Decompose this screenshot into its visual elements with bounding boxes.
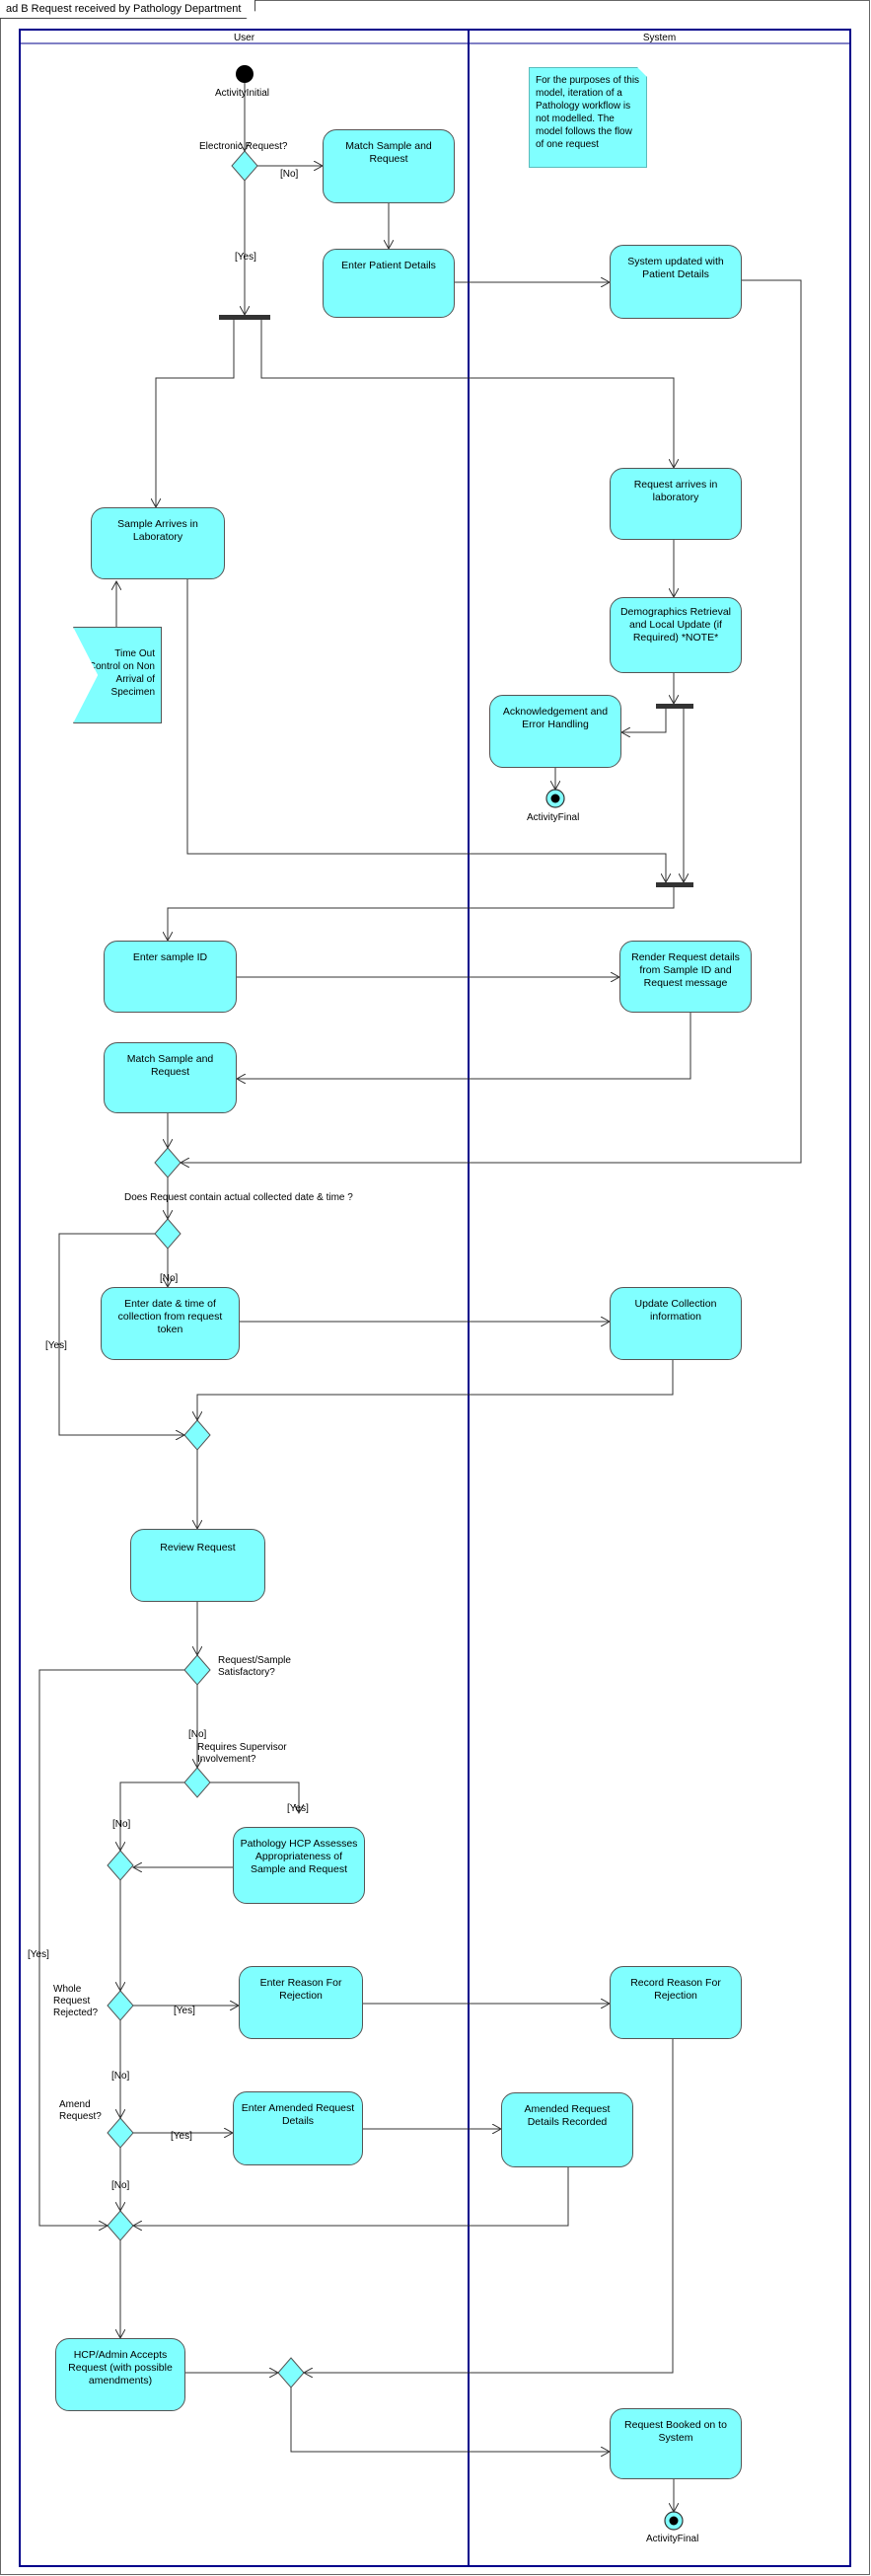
guard-collected-date: Does Request contain actual collected da… <box>124 1192 353 1203</box>
frame-title: ad B Request received by Pathology Depar… <box>0 0 255 19</box>
action-hcp-admin-accepts-request[interactable]: HCP/Admin Accepts Request (with possible… <box>55 2338 185 2411</box>
action-request-arrives-laboratory[interactable]: Request arrives in laboratory <box>610 468 742 540</box>
action-enter-patient-details[interactable]: Enter Patient Details <box>323 249 455 318</box>
action-enter-sample-id[interactable]: Enter sample ID <box>104 941 237 1013</box>
action-acknowledgement-error-handling[interactable]: Acknowledgement and Error Handling <box>489 695 621 768</box>
action-request-booked-on-system[interactable]: Request Booked on to System <box>610 2408 742 2479</box>
control-flows <box>38 83 802 2512</box>
label-activity-final-1: ActivityFinal <box>527 812 580 823</box>
action-match-sample-request[interactable]: Match Sample and Request <box>323 129 455 203</box>
guard-no-6: [No] <box>111 2180 130 2191</box>
guard-requires-supervisor: Requires Supervisor Involvement? <box>197 1742 287 1765</box>
initial-node <box>236 65 254 83</box>
guard-no-2: [No] <box>160 1273 179 1284</box>
action-amended-request-details-recorded[interactable]: Amended Request Details Recorded <box>501 2092 633 2167</box>
swimlanes <box>19 29 851 2567</box>
action-demographics-retrieval[interactable]: Demographics Retrieval and Local Update … <box>610 597 742 673</box>
final-nodes <box>545 789 684 2531</box>
action-render-request-details[interactable]: Render Request details from Sample ID an… <box>619 941 752 1013</box>
guard-request-sample-satisfactory: Request/Sample Satisfactory? <box>218 1655 291 1678</box>
guard-no-1: [No] <box>280 169 299 180</box>
lane-title-user: User <box>233 33 255 43</box>
action-hcp-assesses-appropriateness[interactable]: Pathology HCP Assesses Appropriateness o… <box>233 1827 365 1904</box>
action-match-sample-request-2[interactable]: Match Sample and Request <box>104 1042 237 1113</box>
action-system-updated-patient-details[interactable]: System updated with Patient Details <box>610 245 742 319</box>
action-review-request[interactable]: Review Request <box>130 1529 265 1602</box>
timeout-control-event[interactable]: Time Out Control on Non Arrival of Speci… <box>73 627 162 723</box>
lane-title-system: System <box>642 33 677 43</box>
guard-yes-left: [Yes] <box>28 1949 49 1960</box>
guard-no-3: [No] <box>188 1729 207 1740</box>
guard-whole-request-rejected: Whole Request Rejected? <box>53 1984 99 2018</box>
label-activity-final-2: ActivityFinal <box>646 2534 699 2544</box>
guard-yes-4: [Yes] <box>174 2006 195 2016</box>
decision-nodes <box>107 150 305 2388</box>
model-note: For the purposes of this model, iteratio… <box>529 67 647 168</box>
fork-join-bars <box>219 315 693 887</box>
action-enter-collection-date-time[interactable]: Enter date & time of collection from req… <box>101 1287 240 1360</box>
guard-no-4: [No] <box>112 1819 131 1830</box>
guard-electronic-request: Electronic Request? <box>199 141 288 152</box>
label-activity-initial: ActivityInitial <box>215 88 270 99</box>
action-update-collection-information[interactable]: Update Collection information <box>610 1287 742 1360</box>
action-enter-reason-for-rejection[interactable]: Enter Reason For Rejection <box>239 1966 363 2039</box>
guard-yes-2: [Yes] <box>45 1340 67 1351</box>
action-record-reason-for-rejection[interactable]: Record Reason For Rejection <box>610 1966 742 2039</box>
action-enter-amended-request-details[interactable]: Enter Amended Request Details <box>233 2091 363 2165</box>
guard-no-5: [No] <box>111 2071 130 2082</box>
guard-yes-5: [Yes] <box>171 2131 192 2142</box>
guard-yes-1: [Yes] <box>235 252 256 263</box>
action-sample-arrives-laboratory[interactable]: Sample Arrives in Laboratory <box>91 507 225 579</box>
guard-amend-request: Amend Request? <box>59 2099 102 2122</box>
guard-yes-3: [Yes] <box>287 1803 309 1814</box>
